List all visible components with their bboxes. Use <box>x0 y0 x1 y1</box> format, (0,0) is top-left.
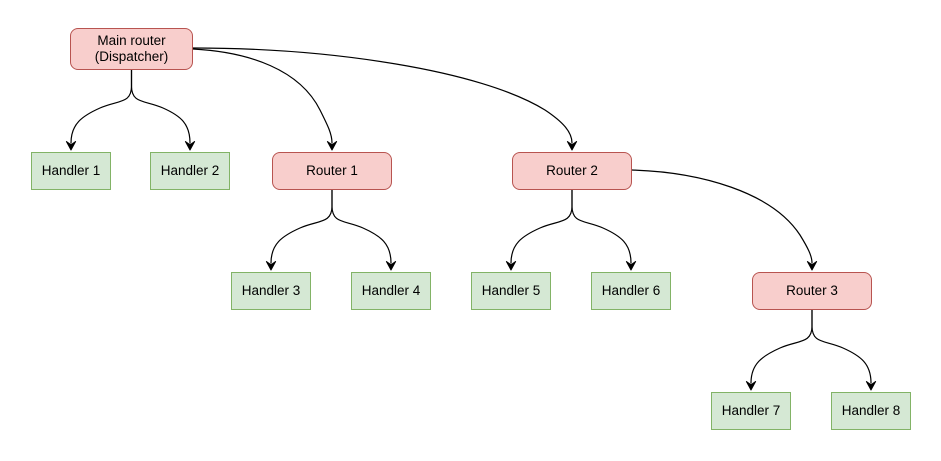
node-label-handler-1: Handler 1 <box>41 162 101 178</box>
node-label-router-1: Router 1 <box>306 162 358 178</box>
edge-main-to-handler-1 <box>70 69 133 144</box>
node-label-handler-6: Handler 6 <box>601 282 661 298</box>
arrow-handler-7-head <box>745 381 757 391</box>
node-handler-4[interactable]: Handler 4 <box>351 272 431 310</box>
edge-router-2-to-handler-5 <box>510 189 573 264</box>
node-handler-8[interactable]: Handler 8 <box>831 392 911 430</box>
node-label-handler-5: Handler 5 <box>481 282 541 298</box>
node-handler-7[interactable]: Handler 7 <box>711 392 791 430</box>
arrow-handler-3-head <box>265 261 277 271</box>
node-handler-3[interactable]: Handler 3 <box>231 272 311 310</box>
node-handler-1[interactable]: Handler 1 <box>31 152 111 190</box>
edge-router-1-to-handler-3 <box>270 189 333 264</box>
node-handler-6[interactable]: Handler 6 <box>591 272 671 310</box>
edge-router-2-to-handler-6 <box>571 189 632 264</box>
arrow-handler-5-head <box>505 261 517 271</box>
node-handler-5[interactable]: Handler 5 <box>471 272 551 310</box>
node-handler-2[interactable]: Handler 2 <box>150 152 230 190</box>
arrow-router-3-head <box>806 261 818 271</box>
node-label-handler-3: Handler 3 <box>241 282 301 298</box>
edge-router-3-to-handler-7 <box>750 309 813 384</box>
arrow-handler-4-head <box>385 261 397 271</box>
node-label-handler-2: Handler 2 <box>160 162 220 178</box>
arrow-handler-2-head <box>184 141 196 151</box>
arrow-handler-8-head <box>865 381 877 391</box>
arrow-router-1-head <box>326 141 338 151</box>
arrow-handler-6-head <box>625 261 637 271</box>
node-router-1[interactable]: Router 1 <box>272 152 392 190</box>
node-label-handler-7: Handler 7 <box>721 402 781 418</box>
edge-main-to-handler-2 <box>130 69 191 144</box>
node-router-2[interactable]: Router 2 <box>512 152 632 190</box>
edge-main-to-router-1 <box>192 48 333 144</box>
node-label-router-3: Router 3 <box>786 282 838 298</box>
edge-router-3-to-handler-8 <box>811 309 872 384</box>
node-label-main-router: Main router (Dispatcher) <box>94 32 169 64</box>
node-label-handler-4: Handler 4 <box>361 282 421 298</box>
arrow-handler-1-head <box>65 141 77 151</box>
edge-router-2-to-router-3 <box>631 169 813 264</box>
node-main-router[interactable]: Main router (Dispatcher) <box>70 28 193 70</box>
node-label-router-2: Router 2 <box>546 162 598 178</box>
node-router-3[interactable]: Router 3 <box>752 272 872 310</box>
edge-main-to-router-2 <box>192 47 573 144</box>
node-label-handler-8: Handler 8 <box>841 402 901 418</box>
edge-router-1-to-handler-4 <box>331 189 392 264</box>
arrow-router-2-head <box>566 141 578 151</box>
